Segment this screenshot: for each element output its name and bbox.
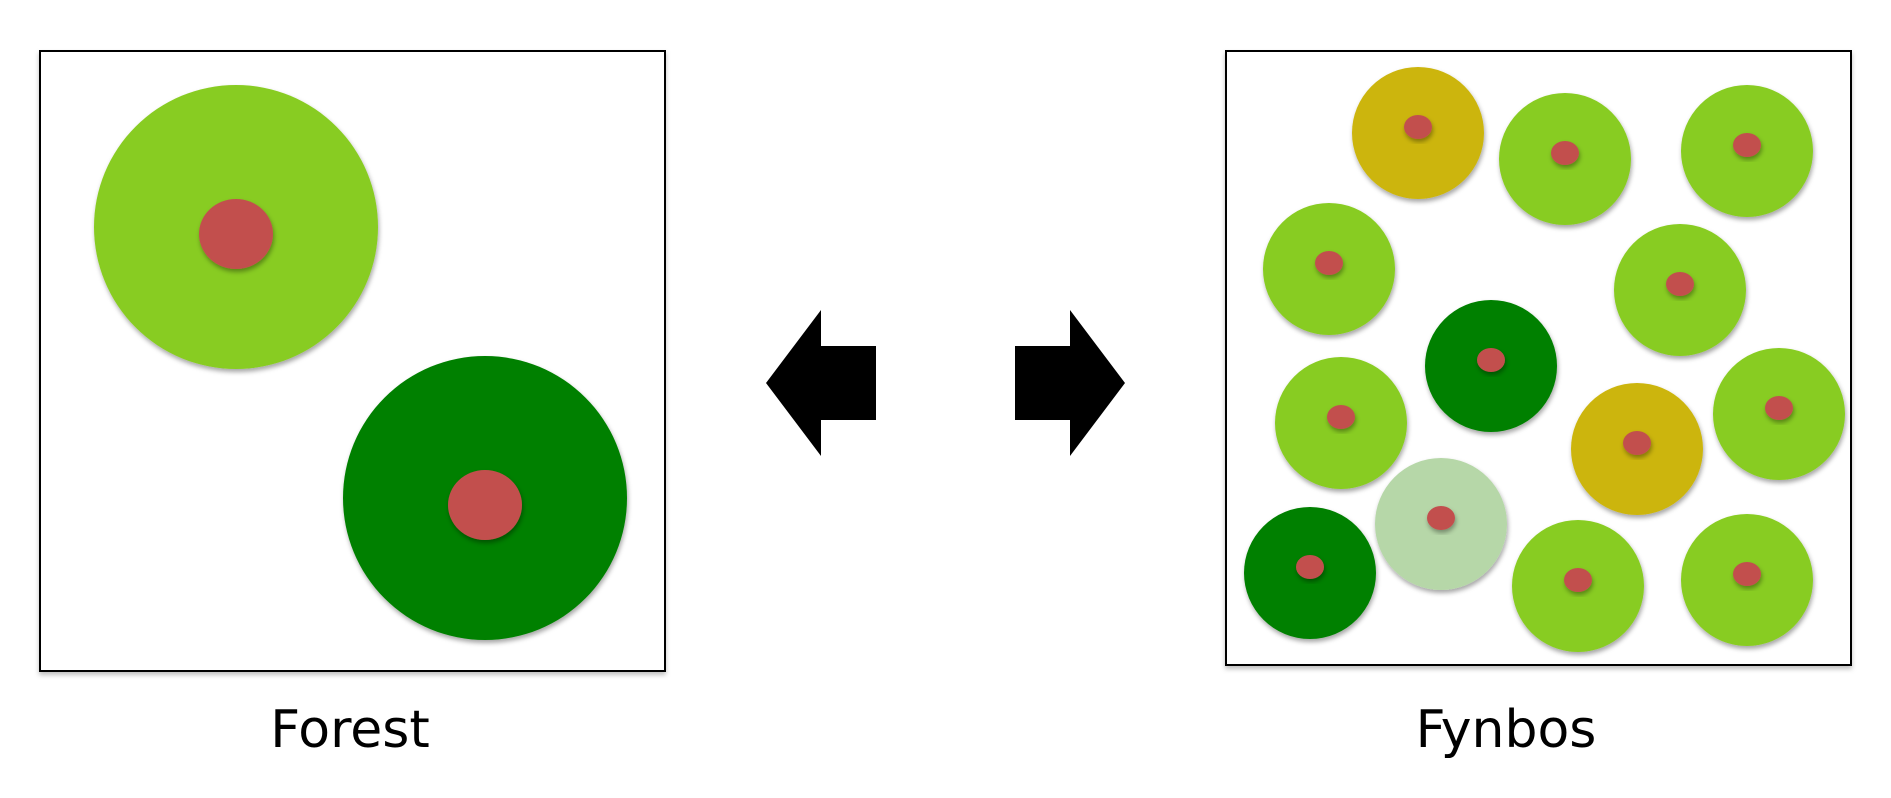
forest-plant bbox=[94, 85, 378, 369]
fynbos-plant bbox=[1275, 357, 1407, 489]
fynbos-plant-center bbox=[1327, 405, 1355, 429]
forest-plant-center bbox=[199, 199, 273, 269]
fynbos-plant-center bbox=[1765, 396, 1793, 420]
fynbos-plant-center bbox=[1296, 555, 1324, 579]
fynbos-plant-center bbox=[1564, 568, 1592, 592]
fynbos-plant-center bbox=[1733, 133, 1761, 157]
fynbos-plant-center bbox=[1733, 562, 1761, 586]
fynbos-plant bbox=[1512, 520, 1644, 652]
fynbos-plant-center bbox=[1623, 431, 1651, 455]
forest-plant-center bbox=[448, 470, 522, 540]
forest-plant bbox=[343, 356, 627, 640]
fynbos-plant bbox=[1244, 507, 1376, 639]
fynbos-plant bbox=[1614, 224, 1746, 356]
fynbos-plant bbox=[1352, 67, 1484, 199]
fynbos-plant bbox=[1375, 458, 1507, 590]
forest-panel bbox=[39, 50, 666, 672]
fynbos-plant bbox=[1263, 203, 1395, 335]
fynbos-plant-center bbox=[1427, 506, 1455, 530]
arrow-left-icon bbox=[766, 310, 876, 456]
fynbos-plant-center bbox=[1477, 348, 1505, 372]
fynbos-plants bbox=[1244, 67, 1845, 652]
fynbos-panel bbox=[1225, 50, 1852, 666]
forest-plants bbox=[94, 85, 627, 640]
fynbos-plant bbox=[1713, 348, 1845, 480]
fynbos-plant-center bbox=[1666, 272, 1694, 296]
fynbos-plant bbox=[1499, 93, 1631, 225]
fynbos-plant bbox=[1681, 514, 1813, 646]
fynbos-label: Fynbos bbox=[1415, 700, 1597, 760]
fynbos-plant bbox=[1681, 85, 1813, 217]
forest-label: Forest bbox=[270, 700, 430, 760]
fynbos-plant bbox=[1571, 383, 1703, 515]
fynbos-plant bbox=[1425, 300, 1557, 432]
arrows bbox=[766, 310, 1125, 456]
arrow-right-icon bbox=[1015, 310, 1125, 456]
fynbos-plant-center bbox=[1315, 251, 1343, 275]
fynbos-plant-center bbox=[1404, 115, 1432, 139]
fynbos-plant-center bbox=[1551, 141, 1579, 165]
